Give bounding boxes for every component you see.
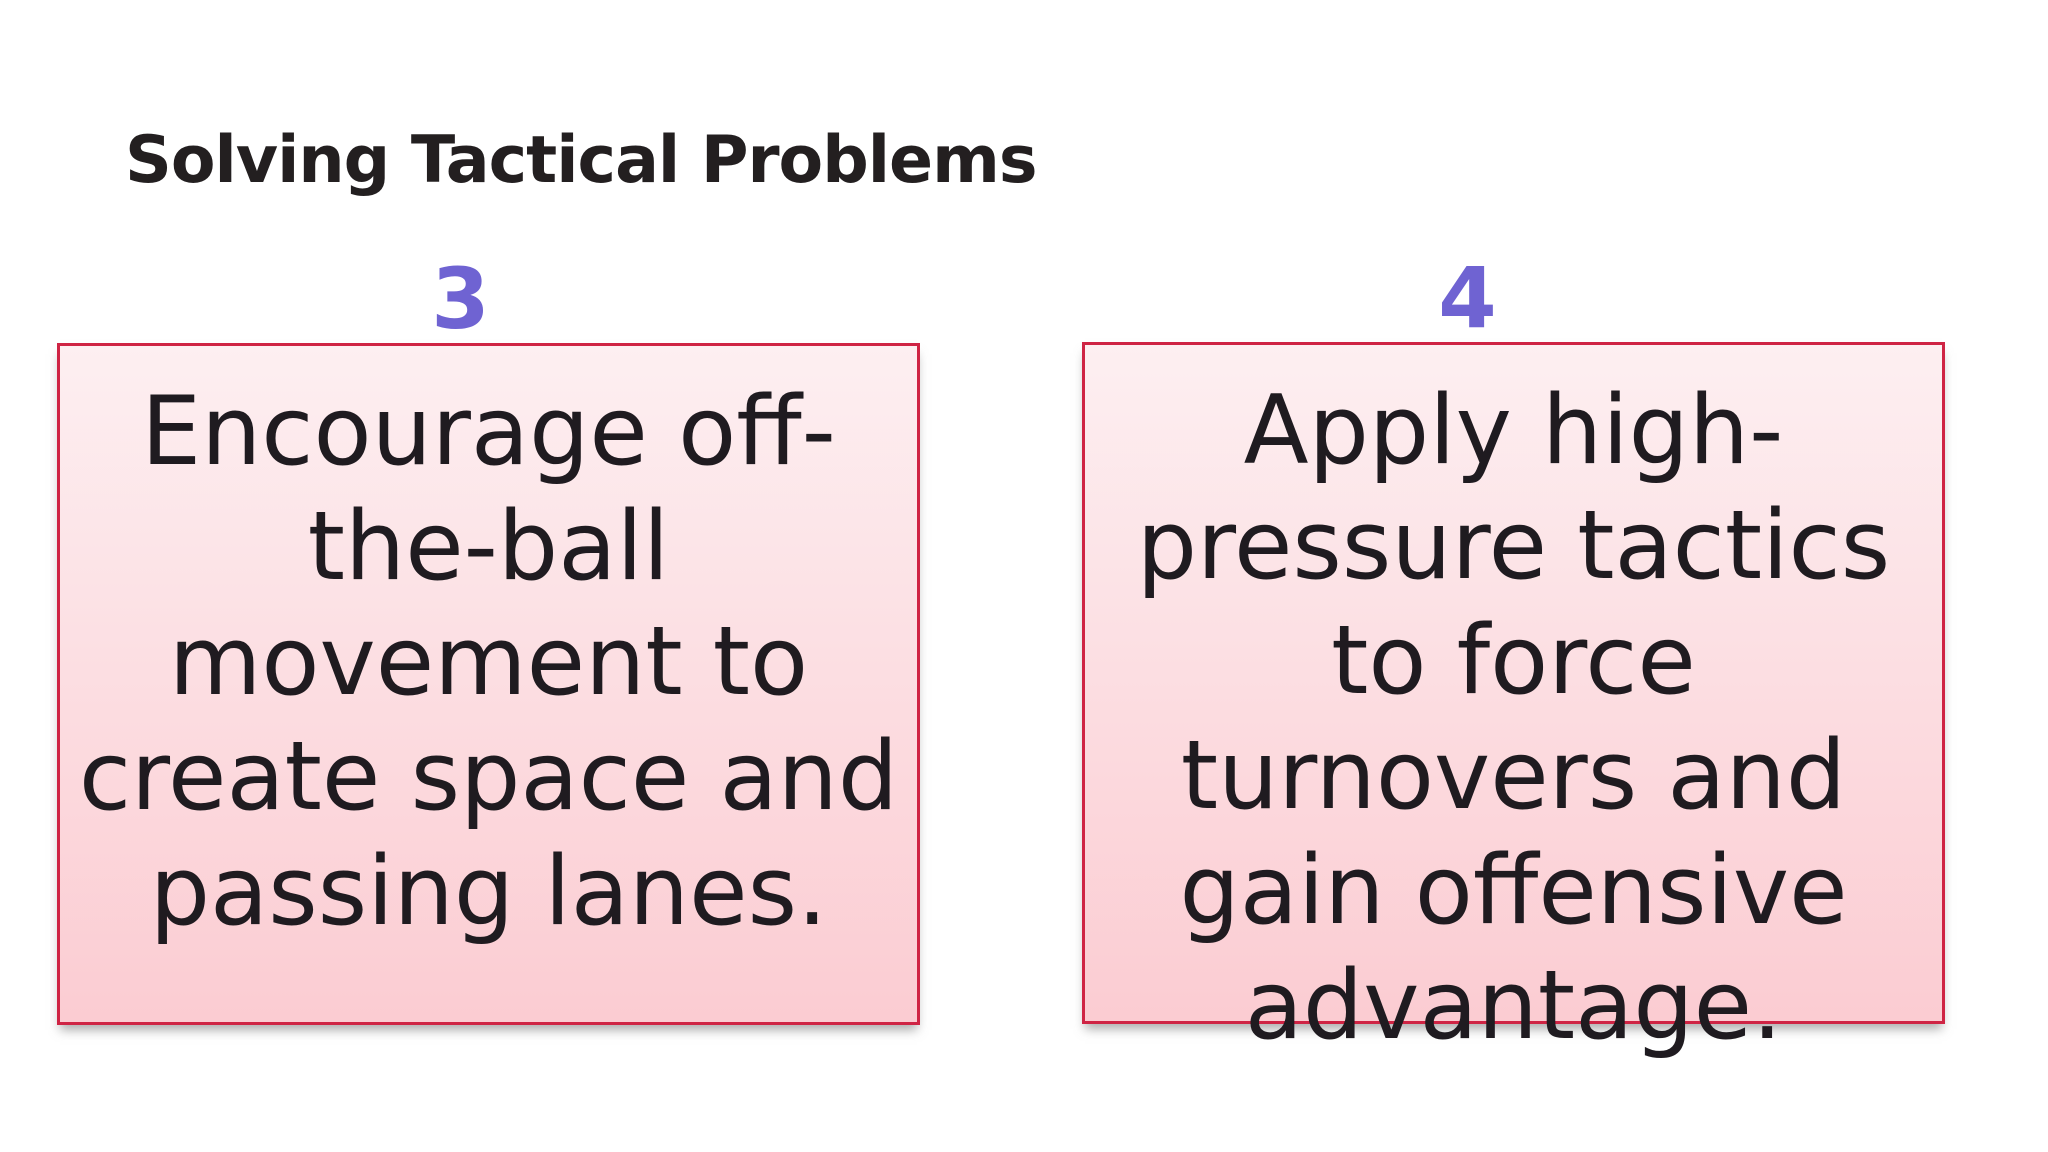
tactic-card-3: 3 Encourage off- the-ball movement to cr… bbox=[57, 255, 920, 1025]
card-text: Apply high- pressure tactics to force tu… bbox=[1136, 376, 1891, 1061]
card-text: Encourage off- the-ball movement to crea… bbox=[78, 377, 899, 947]
page-title: Solving Tactical Problems bbox=[125, 123, 1038, 198]
card-box: Apply high- pressure tactics to force tu… bbox=[1082, 342, 1945, 1061]
tactic-card-4: 4 Apply high- pressure tactics to force … bbox=[1082, 254, 1945, 1061]
card-number-label: 3 bbox=[431, 250, 490, 348]
card-number-label: 4 bbox=[1438, 249, 1497, 347]
card-box: Encourage off- the-ball movement to crea… bbox=[57, 343, 920, 1025]
